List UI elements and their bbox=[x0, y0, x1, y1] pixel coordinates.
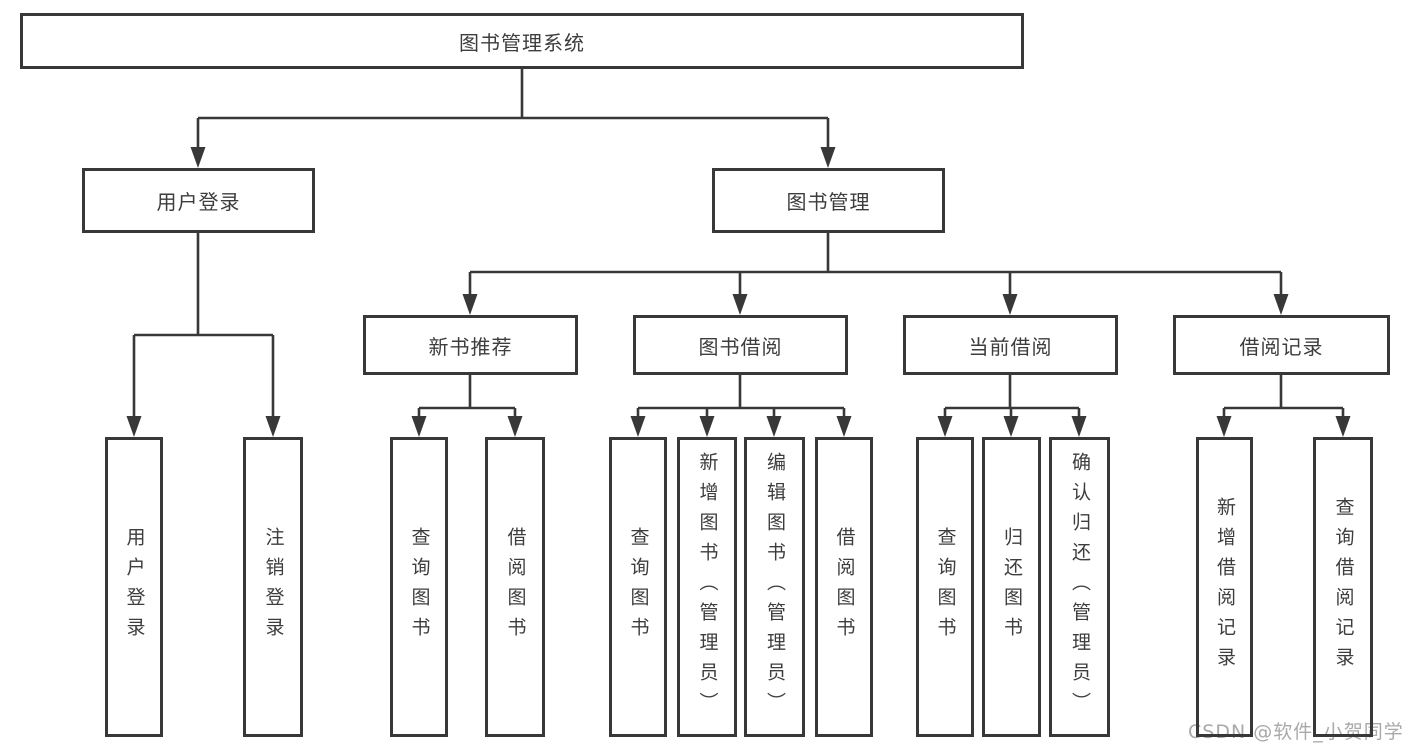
leaf-borrow-books-recommend: 借阅图书 bbox=[485, 437, 545, 737]
leaf-label: 注销登录 bbox=[262, 527, 285, 647]
node-current-borrowing: 当前借阅 bbox=[903, 315, 1118, 375]
leaf-user-login: 用户登录 bbox=[105, 437, 163, 737]
leaf-query-books-recommend: 查询图书 bbox=[390, 437, 448, 737]
node-label: 当前借阅 bbox=[968, 334, 1053, 359]
leaf-query-borrow-record: 查询借阅记录 bbox=[1313, 437, 1373, 737]
node-label: 图书借阅 bbox=[698, 334, 783, 359]
leaf-add-borrow-record: 新增借阅记录 bbox=[1196, 437, 1253, 737]
arrowheads bbox=[126, 147, 1351, 437]
leaf-label: 查询图书 bbox=[408, 527, 431, 647]
node-book-management: 图书管理 bbox=[712, 168, 945, 233]
node-new-book-recommend: 新书推荐 bbox=[363, 315, 578, 375]
node-label: 借阅记录 bbox=[1239, 334, 1324, 359]
leaf-label: 归还图书 bbox=[1001, 527, 1023, 647]
node-book-borrowing: 图书借阅 bbox=[633, 315, 848, 375]
leaf-label: 借阅图书 bbox=[833, 527, 856, 647]
node-label: 用户登录 bbox=[156, 190, 241, 214]
leaf-add-books-admin: 新增图书（管理员） bbox=[677, 437, 737, 737]
leaf-confirm-return-admin: 确认归还（管理员） bbox=[1049, 437, 1110, 737]
node-label: 图书管理系统 bbox=[459, 30, 585, 55]
leaf-edit-books-admin: 编辑图书（管理员） bbox=[744, 437, 805, 737]
leaf-logout: 注销登录 bbox=[243, 437, 303, 737]
csdn-watermark: CSDN @软件_小贺同学 bbox=[1188, 721, 1404, 743]
node-borrowing-records: 借阅记录 bbox=[1173, 315, 1390, 375]
node-label: 新书推荐 bbox=[428, 334, 513, 359]
leaf-label: 确认归还（管理员） bbox=[1069, 452, 1091, 722]
leaf-label: 借阅图书 bbox=[504, 527, 527, 647]
leaf-query-books-borrowing: 查询图书 bbox=[609, 437, 667, 737]
node-label: 图书管理 bbox=[786, 190, 871, 214]
leaf-label: 查询图书 bbox=[627, 527, 650, 647]
leaf-query-books-current: 查询图书 bbox=[916, 437, 974, 737]
leaf-label: 新增借阅记录 bbox=[1214, 497, 1236, 677]
node-library-management-system: 图书管理系统 bbox=[20, 13, 1024, 69]
leaf-label: 编辑图书（管理员） bbox=[764, 452, 786, 722]
leaf-label: 查询借阅记录 bbox=[1332, 497, 1355, 677]
node-user-login: 用户登录 bbox=[82, 168, 315, 233]
leaf-label: 用户登录 bbox=[123, 527, 146, 647]
leaf-label: 查询图书 bbox=[934, 527, 957, 647]
leaf-return-books: 归还图书 bbox=[982, 437, 1041, 737]
leaf-label: 新增图书（管理员） bbox=[696, 452, 719, 722]
leaf-borrow-books-borrowing: 借阅图书 bbox=[815, 437, 873, 737]
